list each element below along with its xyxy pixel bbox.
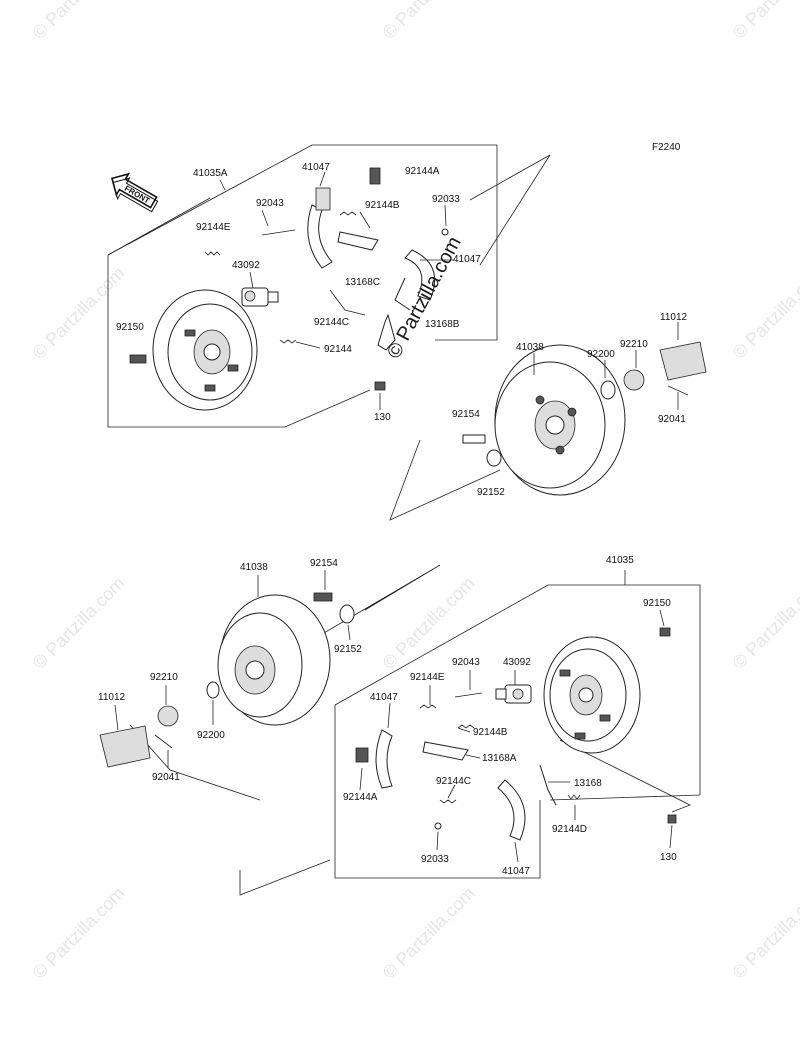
watermark: © Partzilla.com xyxy=(729,883,800,983)
part-label: 43092 xyxy=(232,260,260,271)
part-label: 92033 xyxy=(421,854,449,865)
hub-cap-lower xyxy=(99,681,220,768)
watermark: © Partzilla.com xyxy=(383,233,466,362)
figure-id: F2240 xyxy=(652,142,681,153)
clip-upper xyxy=(369,167,381,185)
part-label: 41038 xyxy=(516,342,544,353)
brake-lever-upper xyxy=(377,313,396,351)
part-label: 41035 xyxy=(606,555,634,566)
hub-cap-upper xyxy=(600,341,707,400)
part-label: 13168A xyxy=(482,753,517,764)
brake-shoe-lower-2 xyxy=(497,764,557,841)
brake-shoe-upper-2 xyxy=(394,249,436,311)
bolt-upper xyxy=(129,354,386,391)
brake-drum-upper xyxy=(462,344,626,496)
part-label: 92144D xyxy=(552,824,587,835)
part-label: 92041 xyxy=(658,414,686,425)
part-label: 13168 xyxy=(574,778,602,789)
watermark-layer: © Partzilla.com © Partzilla.com © Partzi… xyxy=(29,0,800,983)
part-label: 92154 xyxy=(310,558,338,569)
adjuster-lever-upper xyxy=(337,231,379,251)
part-label: 41047 xyxy=(502,866,530,877)
front-arrow-icon: FRONT xyxy=(111,172,159,213)
part-label: 13168B xyxy=(425,319,460,330)
part-label: 92033 xyxy=(432,194,460,205)
springs-lower xyxy=(419,692,581,830)
part-label: 13168C xyxy=(345,277,380,288)
upper-labels: 41035A 41047 92144A 92043 92144B 92033 9… xyxy=(116,162,688,498)
part-label: 130 xyxy=(374,412,391,423)
part-label: 92150 xyxy=(643,598,671,609)
part-label: 92210 xyxy=(150,672,178,683)
part-label: 92043 xyxy=(452,657,480,668)
part-label: 92144E xyxy=(196,222,231,233)
part-label: 92152 xyxy=(334,644,362,655)
part-label: 92152 xyxy=(477,487,505,498)
part-label: 92144 xyxy=(324,344,352,355)
part-label: 41047 xyxy=(453,254,481,265)
backing-plate-lower xyxy=(543,627,677,824)
watermark: © Partzilla.com xyxy=(29,0,129,43)
wheel-cylinder-upper xyxy=(241,287,279,307)
adjuster-lever-lower xyxy=(422,741,469,761)
part-label: 41047 xyxy=(370,692,398,703)
backing-plate-upper xyxy=(152,289,258,411)
watermark: © Partzilla.com xyxy=(379,0,479,43)
wheel-cylinder-lower xyxy=(495,684,532,704)
watermark: © Partzilla.com xyxy=(379,883,479,983)
watermark: © Partzilla.com xyxy=(729,573,800,673)
part-label: 41038 xyxy=(240,562,268,573)
part-label: 92200 xyxy=(587,349,615,360)
part-label: 92150 xyxy=(116,322,144,333)
brake-drum-lower xyxy=(217,592,355,726)
part-label: 92144C xyxy=(314,317,349,328)
part-label: 92210 xyxy=(620,339,648,350)
part-label: 92041 xyxy=(152,772,180,783)
part-label: 11012 xyxy=(98,692,126,703)
springs-upper xyxy=(204,211,449,344)
part-label: 11012 xyxy=(660,312,688,323)
brake-shoe-lower-1 xyxy=(355,729,393,789)
upper-brake-panel xyxy=(107,144,551,521)
part-label: 92144E xyxy=(410,672,445,683)
watermark: © Partzilla.com xyxy=(729,263,800,363)
watermark: © Partzilla.com xyxy=(29,573,129,673)
part-label: 92154 xyxy=(452,409,480,420)
part-label: 41035A xyxy=(193,168,228,179)
watermark: © Partzilla.com xyxy=(29,263,129,363)
lower-brake-panel xyxy=(239,584,701,896)
part-label: 92043 xyxy=(256,198,284,209)
part-label: 92144B xyxy=(473,727,508,738)
leader-lines-upper xyxy=(219,171,679,410)
watermark: © Partzilla.com xyxy=(29,883,129,983)
part-label: 92200 xyxy=(197,730,225,741)
part-label: 43092 xyxy=(503,657,531,668)
part-label: 92144C xyxy=(436,776,471,787)
watermark: © Partzilla.com xyxy=(729,0,800,43)
part-label: 41047 xyxy=(302,162,330,173)
part-label: 92144A xyxy=(343,792,378,803)
part-label: 92144B xyxy=(365,200,400,211)
lower-labels: 41038 92154 92152 92210 92200 11012 9204… xyxy=(98,555,677,877)
part-label: 130 xyxy=(660,852,677,863)
brake-shoe-upper-1 xyxy=(307,187,333,269)
part-label: 92144A xyxy=(405,166,440,177)
leader-lines-lower xyxy=(114,570,673,863)
